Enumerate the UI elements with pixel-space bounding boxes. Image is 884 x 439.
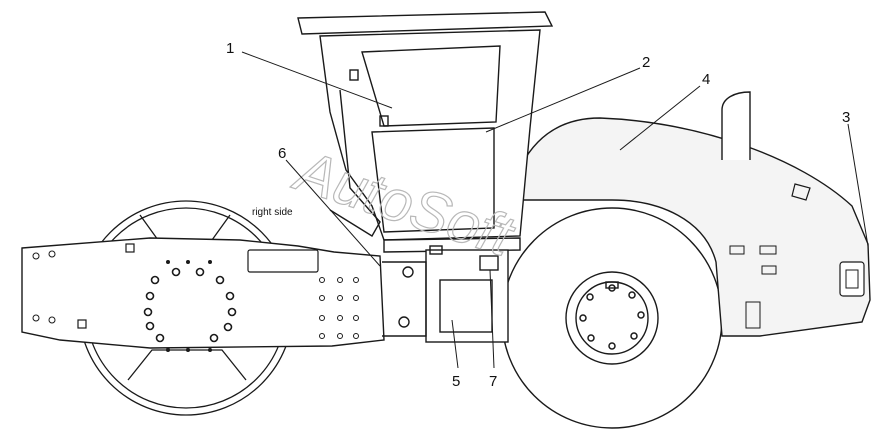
- control-cabinet: [382, 245, 509, 343]
- drum-frame: [21, 237, 385, 352]
- cab: [297, 11, 554, 253]
- callout-1: 1: [226, 40, 234, 57]
- callout-3: 3: [842, 109, 850, 126]
- callout-leaders: [241, 51, 869, 369]
- bolt-circle: [143, 267, 237, 343]
- front-drum: [501, 207, 723, 429]
- side-label: right side: [252, 207, 293, 218]
- callout-2: 2: [642, 54, 650, 71]
- callout-7: 7: [489, 373, 497, 390]
- callout-4: 4: [702, 71, 710, 88]
- callout-6: 6: [278, 145, 286, 162]
- hood: [507, 91, 871, 337]
- callout-5: 5: [452, 373, 460, 390]
